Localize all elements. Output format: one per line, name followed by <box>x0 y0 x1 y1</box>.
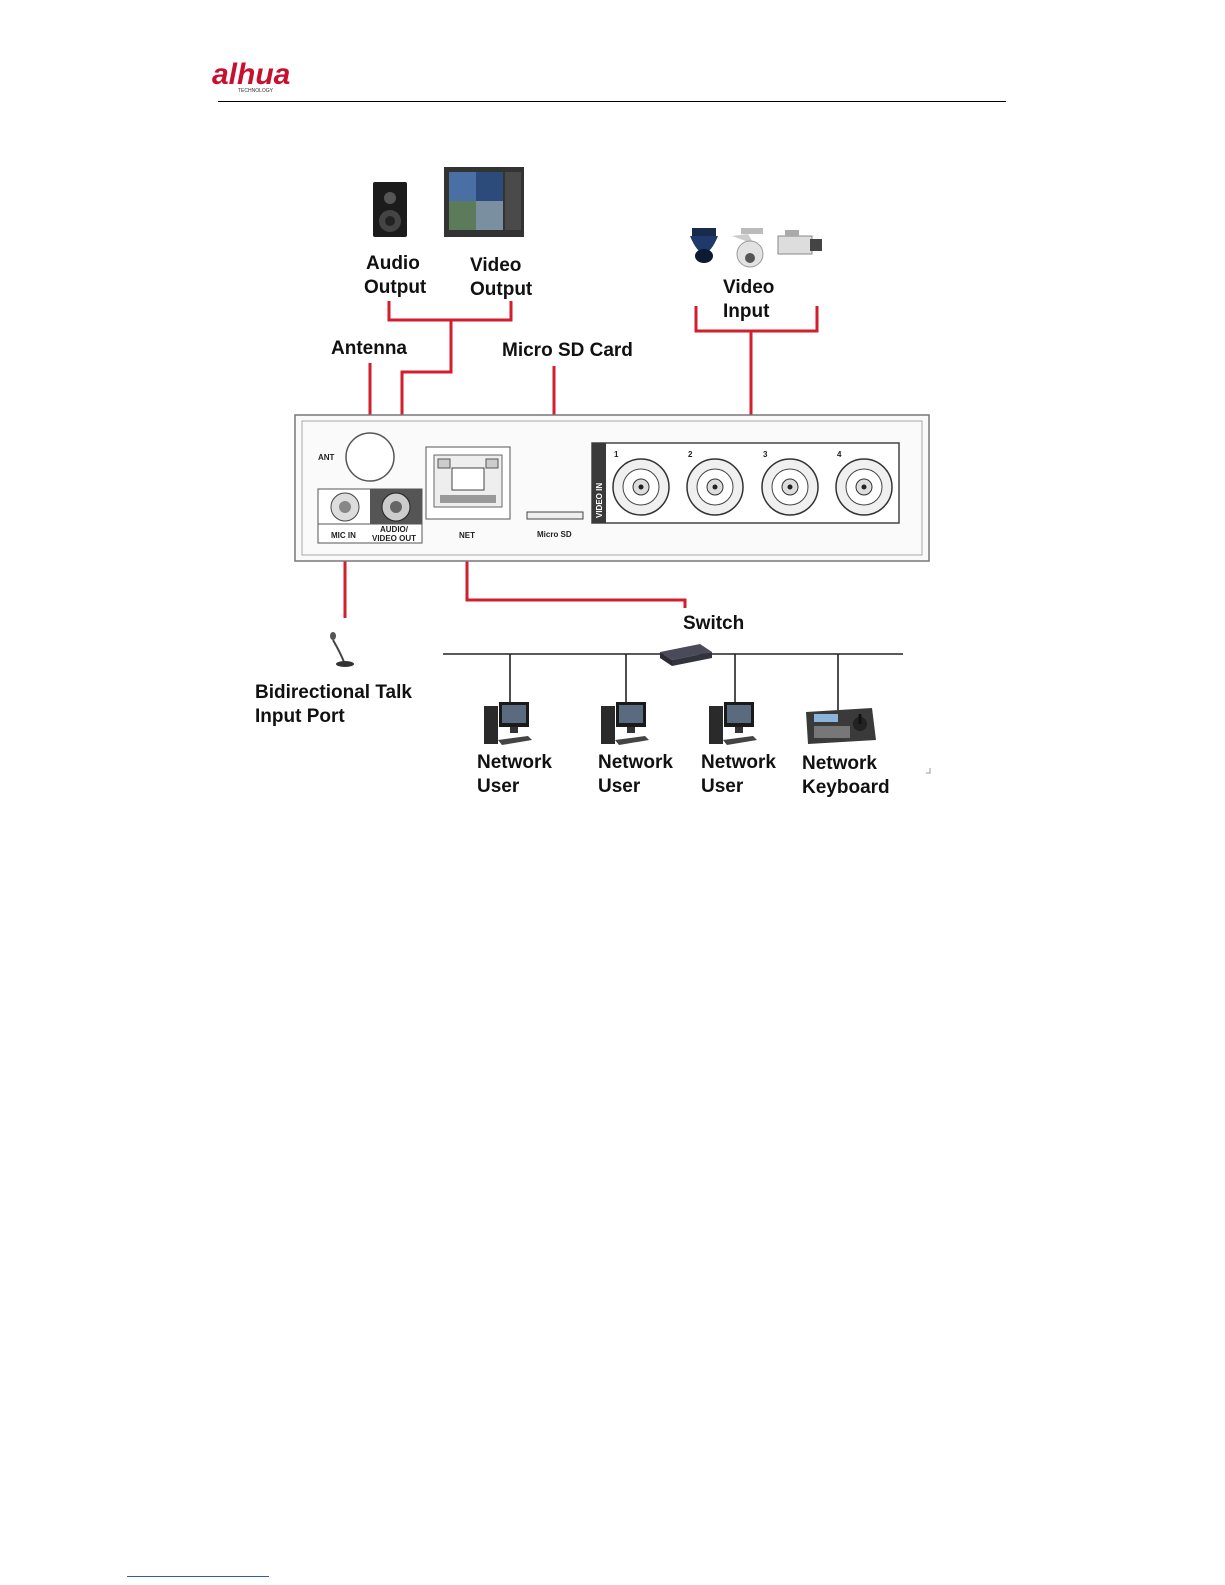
port-number-2: 2 <box>688 450 693 459</box>
switch-label: Switch <box>683 613 744 634</box>
network-user-2-label-2: User <box>598 776 641 797</box>
bidirectional-talk-label-1: Bidirectional Talk <box>255 682 412 703</box>
ant-port-label: ANT <box>318 453 335 462</box>
video-in-label: VIDEO IN <box>595 483 604 518</box>
monitor-icon <box>444 167 524 237</box>
microphone-icon <box>330 632 354 667</box>
bnc-port-2 <box>687 459 743 515</box>
bnc-port-4 <box>836 459 892 515</box>
network-user-2-label-1: Network <box>598 752 673 773</box>
av-out-label-1: AUDIO/ <box>380 525 409 534</box>
port-number-3: 3 <box>763 450 768 459</box>
box-camera-icon <box>778 230 822 254</box>
mic-in-label: MIC IN <box>331 531 356 540</box>
video-input-label-2: Input <box>723 301 770 322</box>
audio-output-label-2: Output <box>364 277 427 298</box>
net-label: NET <box>459 531 475 540</box>
av-output-bracket <box>389 301 511 320</box>
network-keyboard-label-2: Keyboard <box>802 777 890 798</box>
computer-icon-1 <box>484 702 532 745</box>
network-user-3-label-2: User <box>701 776 744 797</box>
bnc-port-1 <box>613 459 669 515</box>
computer-icon-2 <box>601 702 649 745</box>
av-out-label-2: VIDEO OUT <box>372 534 416 543</box>
network-user-1-label-2: User <box>477 776 520 797</box>
device-rear-panel: ANT MIC IN AUDIO/ VIDEO OUT NET Micro SD… <box>295 415 929 561</box>
paragraph-mark-icon <box>926 768 930 773</box>
switch-icon <box>660 644 712 666</box>
speaker-icon <box>373 182 407 237</box>
network-user-1-label-1: Network <box>477 752 552 773</box>
video-output-label-2: Output <box>470 279 533 300</box>
computer-icon-3 <box>709 702 757 745</box>
antenna-label: Antenna <box>331 338 407 359</box>
micro-sd-label: Micro SD <box>537 530 572 539</box>
antenna-port <box>346 433 394 481</box>
keyboard-controller-icon <box>806 708 876 744</box>
audio-output-label-1: Audio <box>366 253 420 274</box>
bidirectional-talk-label-2: Input Port <box>255 706 345 727</box>
video-output-label-1: Video <box>470 255 521 276</box>
port-number-4: 4 <box>837 450 842 459</box>
port-number-1: 1 <box>614 450 619 459</box>
micro-sd-card-label: Micro SD Card <box>502 340 633 361</box>
micro-sd-slot <box>527 512 583 519</box>
video-input-label-1: Video <box>723 277 774 298</box>
bnc-port-3 <box>762 459 818 515</box>
dome-camera-icon <box>690 228 718 263</box>
footer-link-underline <box>127 1576 269 1577</box>
network-user-3-label-1: Network <box>701 752 776 773</box>
network-keyboard-label-1: Network <box>802 753 877 774</box>
speed-dome-camera-icon <box>732 228 763 267</box>
